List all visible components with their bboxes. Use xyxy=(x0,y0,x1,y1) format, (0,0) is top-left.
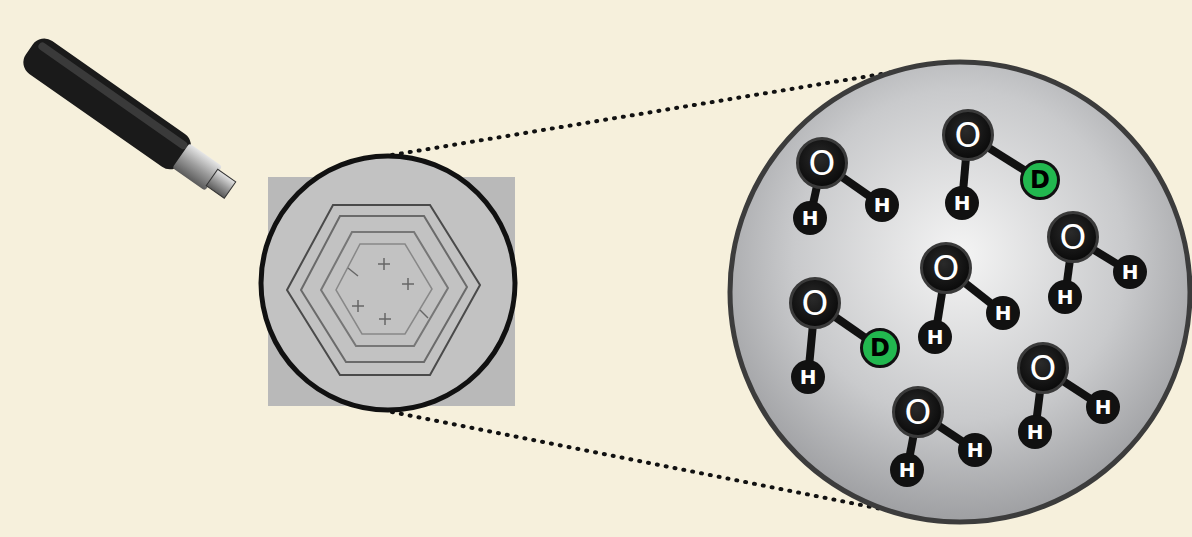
atom-symbol: H xyxy=(995,303,1012,323)
hydrogen-atom: H xyxy=(1018,415,1052,449)
hydrogen-atom: H xyxy=(793,201,827,235)
atom-symbol: H xyxy=(899,460,916,480)
chemical-bond xyxy=(963,159,966,188)
oxygen-atom: O xyxy=(920,242,972,294)
atom-symbol: D xyxy=(870,336,890,360)
hydrogen-atom: H xyxy=(945,186,979,220)
oxygen-atom: O xyxy=(892,386,944,438)
atom-symbol: H xyxy=(800,367,817,387)
chemical-bond xyxy=(938,425,963,441)
hydrogen-atom: H xyxy=(918,320,952,354)
atom-symbol: H xyxy=(967,440,984,460)
atom-symbol: O xyxy=(809,146,836,180)
snowflake-photo xyxy=(258,150,528,420)
hydrogen-atom: H xyxy=(1113,255,1147,289)
deuterium-atom: D xyxy=(1020,160,1060,200)
lens-rim xyxy=(261,156,515,410)
hydrogen-atom: H xyxy=(865,188,899,222)
chemical-bond xyxy=(988,148,1024,171)
deuterium-atom: D xyxy=(860,328,900,368)
atom-symbol: H xyxy=(1057,287,1074,307)
chemical-bond xyxy=(1093,250,1117,265)
zoom-circle xyxy=(730,62,1190,522)
chemical-bond xyxy=(937,292,942,322)
atom-symbol: H xyxy=(1095,397,1112,417)
oxygen-atom: O xyxy=(796,137,848,189)
hydrogen-atom: H xyxy=(890,453,924,487)
atom-symbol: O xyxy=(933,251,960,285)
magnifier-handle xyxy=(18,33,242,206)
chemical-bond xyxy=(842,177,870,197)
atom-symbol: D xyxy=(1030,168,1050,192)
atom-symbol: O xyxy=(802,286,829,320)
chemical-bond xyxy=(910,436,914,456)
atom-symbol: H xyxy=(1122,262,1139,282)
chemical-bond xyxy=(835,317,865,338)
oxygen-atom: O xyxy=(789,277,841,329)
chemical-bond xyxy=(1067,261,1070,282)
atom-symbol: O xyxy=(1060,220,1087,254)
atom-symbol: H xyxy=(927,327,944,347)
oxygen-atom: O xyxy=(1017,342,1069,394)
atom-symbol: O xyxy=(955,118,982,152)
hydrogen-atom: H xyxy=(1086,390,1120,424)
hydrogen-atom: H xyxy=(958,433,992,467)
atom-symbol: O xyxy=(905,395,932,429)
chemical-bond xyxy=(809,327,812,362)
atom-symbol: H xyxy=(802,208,819,228)
atom-symbol: H xyxy=(1027,422,1044,442)
atom-symbol: H xyxy=(874,195,891,215)
atom-symbol: O xyxy=(1030,351,1057,385)
oxygen-atom: O xyxy=(1047,211,1099,263)
chemical-bond xyxy=(965,283,991,304)
hydrogen-atom: H xyxy=(791,360,825,394)
oxygen-atom: O xyxy=(942,109,994,161)
hydrogen-atom: H xyxy=(1048,280,1082,314)
hydrogen-atom: H xyxy=(986,296,1020,330)
chemical-bond xyxy=(1063,381,1090,399)
chemical-bond xyxy=(1037,392,1040,417)
atom-symbol: H xyxy=(954,193,971,213)
